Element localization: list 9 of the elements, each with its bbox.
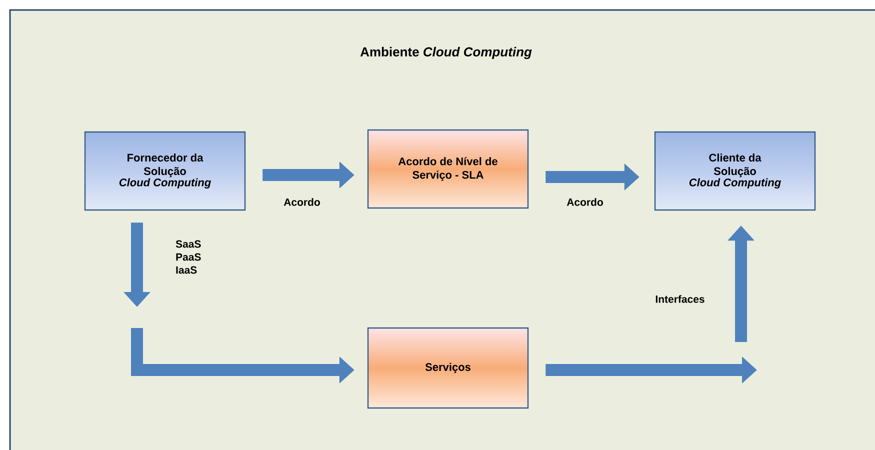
edge-label: Acordo — [284, 198, 320, 206]
edge-label: SaaS PaaS IaaS — [176, 240, 201, 274]
process-box: Acordo de Nível de Serviço - SLA — [367, 129, 529, 209]
title: Ambiente Cloud Computing — [360, 46, 532, 60]
process-box: Cliente da Solução Cloud Computing — [654, 131, 816, 211]
process-box: Serviços — [367, 327, 529, 409]
edge-label: Acordo — [566, 198, 603, 206]
process-box: Fornecedor da Solução Cloud Computing — [84, 131, 246, 211]
edge-label: Interfaces — [656, 295, 704, 303]
